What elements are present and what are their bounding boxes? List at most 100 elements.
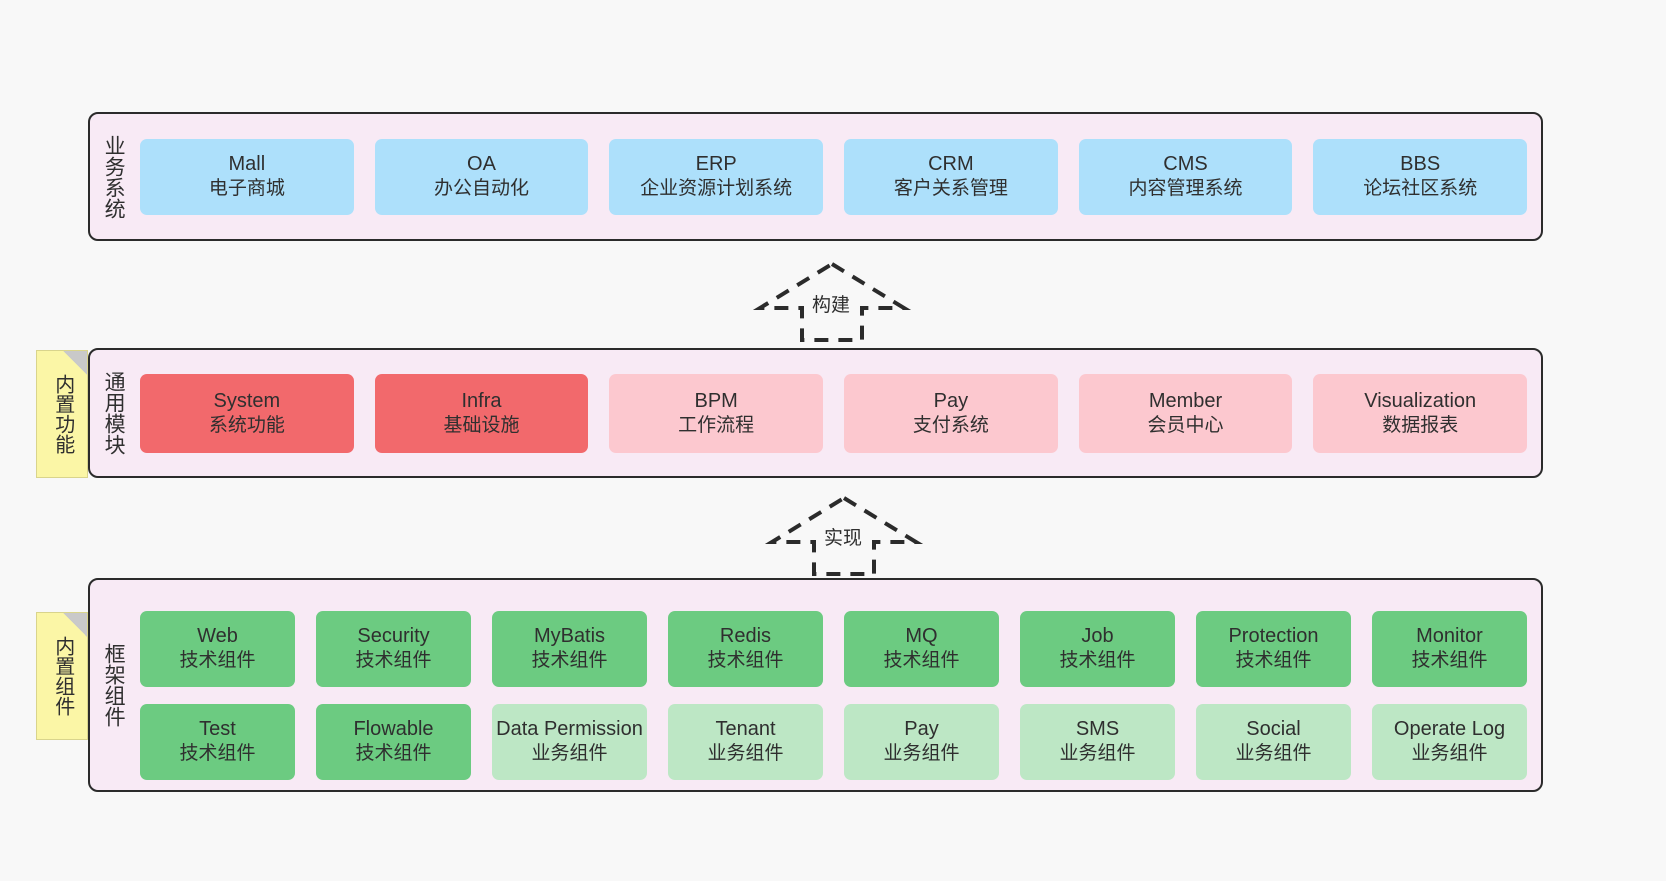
node-cn-label: 论坛社区系统 (1363, 178, 1478, 200)
node-monitor[interactable]: Monitor 技术组件 (1372, 610, 1527, 687)
node-cn-label: 技术组件 (1235, 650, 1312, 672)
note-builtin-functions: 内置功能 (36, 350, 88, 478)
node-mybatis[interactable]: MyBatis 技术组件 (492, 610, 647, 687)
node-en-label: Pay (933, 389, 969, 412)
node-en-label: Pay (904, 718, 939, 741)
node-cn-label: 技术组件 (355, 650, 432, 672)
node-row: Test 技术组件 Flowable 技术组件 Data Permission … (140, 703, 1527, 780)
node-cn-label: 业务组件 (1059, 743, 1136, 765)
node-en-label: CRM (928, 153, 974, 176)
node-cn-label: 内容管理系统 (1128, 178, 1243, 200)
node-en-label: Security (357, 625, 430, 648)
node-crm[interactable]: CRM 客户关系管理 (844, 138, 1058, 215)
node-system[interactable]: System 系统功能 (140, 373, 354, 453)
node-flowable[interactable]: Flowable 技术组件 (316, 703, 471, 780)
layer-common-modules: 通用模块 System 系统功能 Infra 基础设施 BPM 工作流程 Pay… (88, 348, 1543, 478)
node-cn-label: 技术组件 (883, 650, 960, 672)
node-cn-label: 技术组件 (179, 650, 256, 672)
node-row: System 系统功能 Infra 基础设施 BPM 工作流程 Pay 支付系统… (140, 373, 1528, 453)
node-en-label: Monitor (1416, 625, 1483, 648)
node-cn-label: 客户关系管理 (893, 178, 1008, 200)
node-en-label: CMS (1163, 153, 1208, 176)
node-operate-log[interactable]: Operate Log 业务组件 (1372, 703, 1527, 780)
node-en-label: Web (197, 625, 238, 648)
node-cms[interactable]: CMS 内容管理系统 (1078, 138, 1293, 215)
node-cn-label: 技术组件 (179, 743, 256, 765)
layer-body-framework: Web 技术组件 Security 技术组件 MyBatis 技术组件 Redi… (136, 580, 1541, 810)
node-sms[interactable]: SMS 业务组件 (1020, 703, 1175, 780)
node-cn-label: 企业资源计划系统 (640, 178, 793, 200)
node-cn-label: 技术组件 (1059, 650, 1136, 672)
node-social[interactable]: Social 业务组件 (1196, 703, 1351, 780)
node-cn-label: 业务组件 (707, 743, 784, 765)
node-en-label: MyBatis (533, 625, 606, 648)
node-en-label: Social (1246, 718, 1301, 741)
node-cn-label: 技术组件 (707, 650, 784, 672)
node-cn-label: 业务组件 (1411, 743, 1488, 765)
node-en-label: MQ (905, 625, 938, 648)
node-cn-label: 电子商城 (208, 178, 285, 200)
node-pay[interactable]: Pay 支付系统 (844, 373, 1058, 453)
node-en-label: Tenant (715, 718, 776, 741)
layer-title-business: 业务系统 (102, 134, 126, 219)
node-cn-label: 技术组件 (531, 650, 608, 672)
note-fold-corner-icon (63, 613, 87, 637)
node-cn-label: 业务组件 (883, 743, 960, 765)
arrow-build-label: 构建 (812, 295, 851, 316)
layer-framework-components: 框架组件 Web 技术组件 Security 技术组件 MyBatis 技术组件… (88, 578, 1543, 792)
layer-business-systems: 业务系统 Mall 电子商城 OA 办公自动化 ERP 企业资源计划系统 CRM… (88, 112, 1543, 241)
note-fold-corner-icon (63, 351, 87, 375)
node-member[interactable]: Member 会员中心 (1078, 373, 1293, 453)
layer-body-common: System 系统功能 Infra 基础设施 BPM 工作流程 Pay 支付系统… (136, 350, 1541, 476)
node-cn-label: 工作流程 (678, 414, 755, 436)
node-redis[interactable]: Redis 技术组件 (668, 610, 823, 687)
arrow-implement-label: 实现 (824, 528, 863, 549)
node-erp[interactable]: ERP 企业资源计划系统 (609, 138, 824, 215)
node-en-label: Job (1081, 625, 1114, 648)
node-web[interactable]: Web 技术组件 (140, 610, 295, 687)
node-en-label: Data Permission (496, 718, 643, 741)
node-en-label: BBS (1400, 153, 1441, 176)
node-bpm[interactable]: BPM 工作流程 (609, 373, 824, 453)
node-cn-label: 业务组件 (1235, 743, 1312, 765)
node-data-permission[interactable]: Data Permission 业务组件 (492, 703, 647, 780)
node-cn-label: 数据报表 (1382, 414, 1459, 436)
node-en-label: Infra (461, 389, 502, 412)
node-en-label: Operate Log (1393, 718, 1506, 741)
node-en-label: Mall (228, 153, 266, 176)
node-visualization[interactable]: Visualization 数据报表 (1313, 373, 1528, 453)
node-job[interactable]: Job 技术组件 (1020, 610, 1175, 687)
node-en-label: SMS (1075, 718, 1120, 741)
note-builtin-components: 内置组件 (36, 612, 88, 740)
node-cn-label: 支付系统 (912, 414, 989, 436)
node-cn-label: 基础设施 (443, 414, 520, 436)
note-label: 内置功能 (51, 374, 74, 454)
node-mall[interactable]: Mall 电子商城 (140, 138, 354, 215)
node-security[interactable]: Security 技术组件 (316, 610, 471, 687)
node-en-label: Test (199, 718, 236, 741)
node-row: Web 技术组件 Security 技术组件 MyBatis 技术组件 Redi… (140, 610, 1527, 687)
node-cn-label: 系统功能 (208, 414, 285, 436)
node-en-label: Flowable (353, 718, 434, 741)
node-pay-component[interactable]: Pay 业务组件 (844, 703, 999, 780)
node-bbs[interactable]: BBS 论坛社区系统 (1313, 138, 1528, 215)
node-tenant[interactable]: Tenant 业务组件 (668, 703, 823, 780)
node-en-label: System (213, 389, 281, 412)
node-en-label: ERP (695, 153, 737, 176)
node-en-label: Member (1148, 389, 1223, 412)
node-row: Mall 电子商城 OA 办公自动化 ERP 企业资源计划系统 CRM 客户关系… (140, 138, 1528, 215)
node-en-label: Protection (1228, 625, 1319, 648)
node-cn-label: 办公自动化 (434, 178, 530, 200)
node-cn-label: 技术组件 (355, 743, 432, 765)
node-protection[interactable]: Protection 技术组件 (1196, 610, 1351, 687)
node-infra[interactable]: Infra 基础设施 (374, 373, 589, 453)
node-mq[interactable]: MQ 技术组件 (844, 610, 999, 687)
node-cn-label: 技术组件 (1411, 650, 1488, 672)
layer-title-framework: 框架组件 (102, 643, 126, 727)
node-en-label: OA (467, 153, 496, 176)
node-en-label: BPM (694, 389, 738, 412)
node-oa[interactable]: OA 办公自动化 (374, 138, 589, 215)
note-label: 内置组件 (51, 636, 74, 716)
node-test[interactable]: Test 技术组件 (140, 703, 295, 780)
node-cn-label: 会员中心 (1147, 414, 1224, 436)
